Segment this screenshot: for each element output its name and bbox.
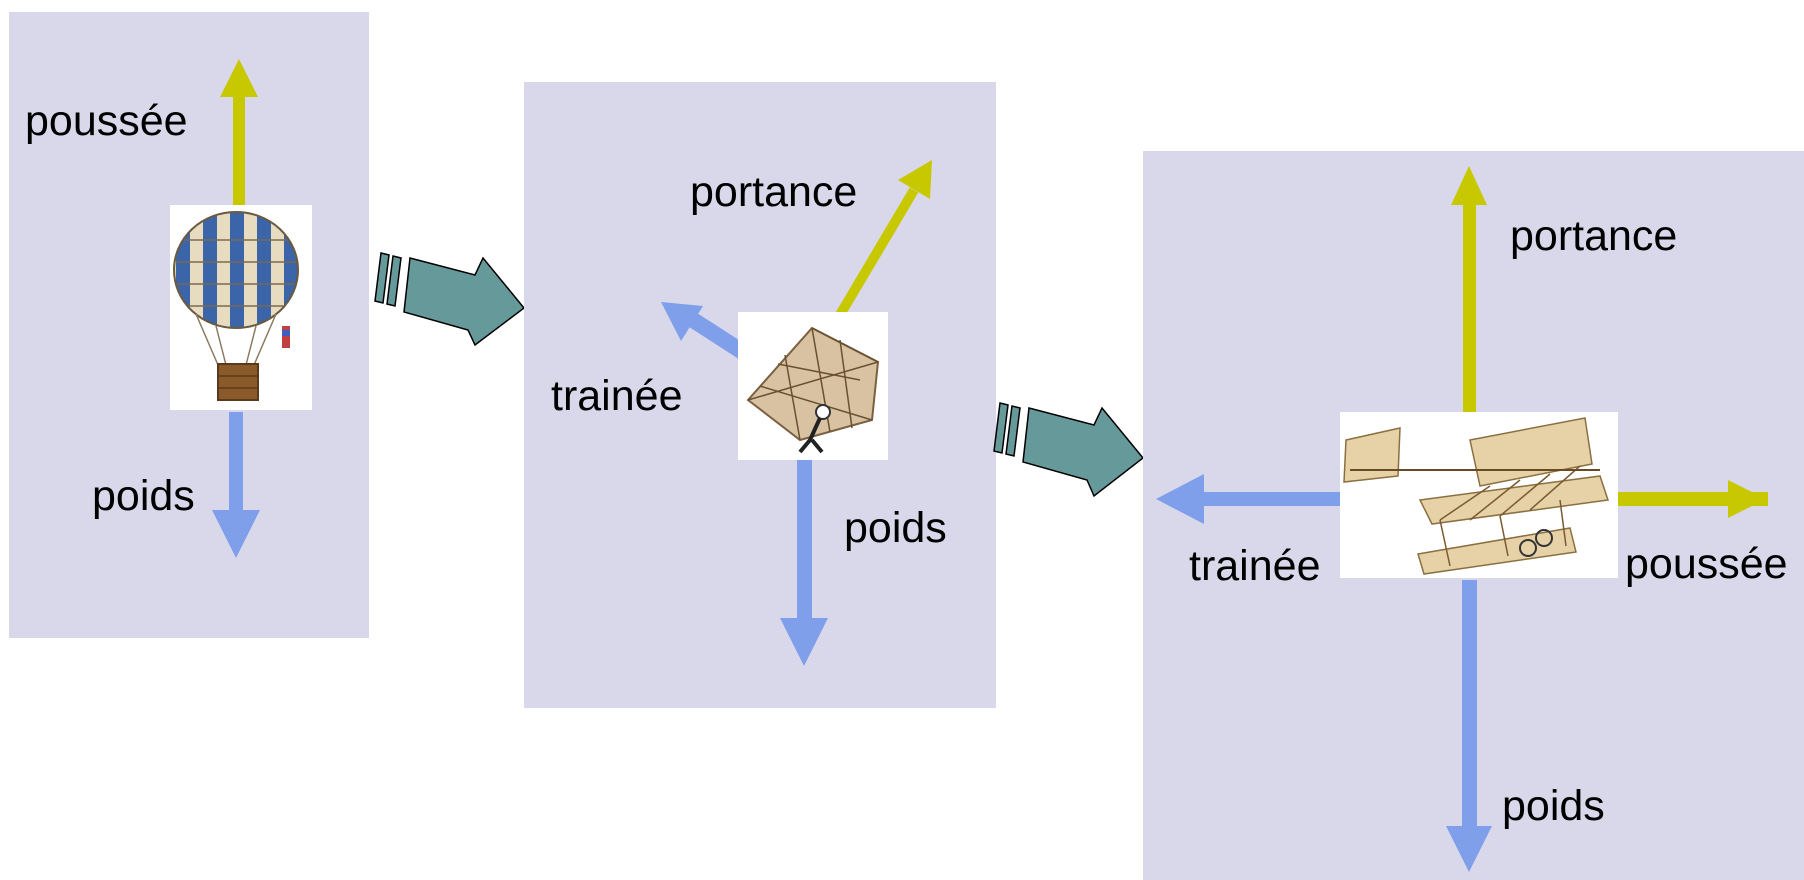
thrust-arrow	[220, 59, 258, 207]
thrust-arrow	[1600, 480, 1768, 518]
transition-arrow-2	[993, 402, 1145, 498]
panel-airplane: portance trainée poussée poids	[1143, 151, 1804, 880]
lift-label: portance	[1510, 212, 1677, 260]
lift-arrow	[1451, 166, 1487, 432]
lift-label: portance	[690, 168, 857, 216]
drag-label: trainée	[1189, 542, 1320, 590]
panel-glider: portance trainée poids	[524, 82, 996, 708]
thrust-label: poussée	[1625, 540, 1788, 588]
weight-arrow	[780, 455, 828, 666]
biplane-icon	[1340, 412, 1618, 578]
weight-arrow	[1446, 580, 1492, 872]
drag-arrow	[1156, 474, 1345, 524]
hang-glider-icon	[738, 312, 888, 460]
transition-arrow-1	[374, 252, 526, 347]
panel-balloon: poussée poids	[9, 12, 369, 638]
thrust-label: poussée	[25, 97, 188, 145]
weight-label: poids	[1502, 782, 1605, 830]
drag-label: trainée	[551, 372, 682, 420]
weight-label: poids	[92, 472, 195, 520]
weight-label: poids	[844, 504, 947, 552]
hot-air-balloon-icon	[170, 205, 312, 410]
weight-arrow	[212, 412, 260, 558]
lift-arrow	[826, 160, 932, 333]
